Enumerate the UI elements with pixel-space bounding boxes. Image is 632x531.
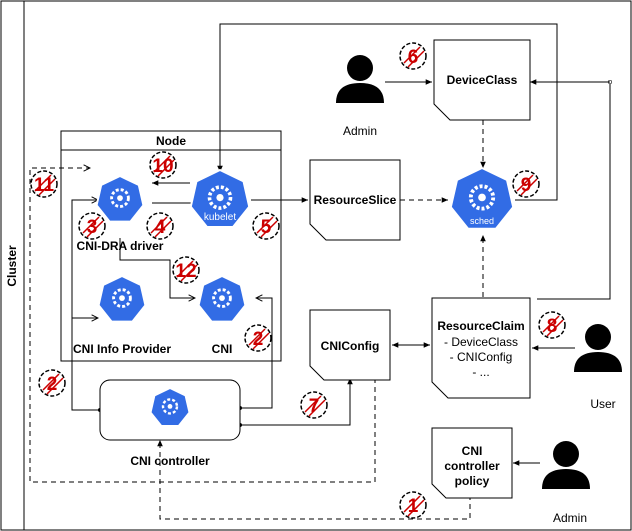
person-icon (585, 324, 611, 350)
cni-controller-policy-box[interactable]: CNI controller policy (431, 427, 513, 499)
node-label: Node (156, 134, 186, 148)
device-class-box[interactable]: DeviceClass (433, 39, 531, 121)
step-number: 9 (521, 175, 532, 196)
cni-config-box[interactable]: CNIConfig (309, 309, 391, 381)
kubelet-icon-label: kubelet (204, 212, 236, 223)
cni-dra-driver-label: CNI-DRA driver (77, 239, 164, 253)
cluster-label: Cluster (5, 245, 19, 287)
admin-top-label: Admin (343, 124, 377, 138)
step-badge: 10 (149, 151, 177, 179)
kubelet-icon[interactable] (189, 168, 251, 228)
step-badge: 2 (38, 369, 66, 397)
step-number: 1 (408, 496, 419, 517)
step-number: 6 (408, 47, 419, 68)
person-icon (553, 441, 579, 467)
step-badge: 9 (512, 170, 540, 198)
step-number: 2 (253, 329, 264, 350)
step-badge: 7 (300, 391, 328, 419)
step-number: 10 (152, 156, 173, 177)
step-number: 4 (155, 217, 166, 238)
cni-controller-icon[interactable] (149, 386, 191, 427)
resource-claim-line: - CNIConfig (450, 350, 513, 364)
step-badge: 2 (244, 324, 272, 352)
resource-claim-line: - DeviceClass (444, 335, 518, 349)
step-badge: 3 (78, 212, 106, 240)
connectors (29, 23, 613, 520)
cni-controller-label: CNI controller (130, 454, 210, 468)
step-badge: 5 (252, 212, 280, 240)
step-badge: 11 (30, 170, 58, 198)
policy-line: policy (455, 474, 490, 488)
person-icon (347, 55, 373, 81)
step-number: 7 (309, 396, 320, 417)
resource-slice-label: ResourceSlice (314, 193, 397, 207)
cni-label: CNI (212, 342, 233, 356)
admin-bottom-actor: Admin (542, 441, 590, 525)
cni-info-provider-icon[interactable] (97, 274, 147, 323)
resource-claim-line: - ... (472, 365, 489, 379)
cni-dra-driver-icon[interactable] (95, 174, 145, 223)
user-actor: User (574, 324, 622, 411)
step-number: 3 (87, 217, 98, 238)
cni-config-label: CNIConfig (321, 339, 380, 353)
resource-claim-title: ResourceClaim (437, 319, 524, 333)
resource-claim-box[interactable]: ResourceClaim - DeviceClass - CNIConfig … (431, 297, 531, 399)
step-badge: 1 (399, 491, 427, 519)
step-badge: 4 (146, 212, 174, 240)
cni-info-provider-label: CNI Info Provider (73, 342, 171, 356)
step-number: 12 (175, 261, 196, 282)
step-number: 2 (47, 374, 58, 395)
step-number: 5 (261, 217, 272, 238)
admin-top-actor: Admin (336, 55, 384, 138)
sched-icon[interactable] (449, 166, 515, 230)
resource-slice-box[interactable]: ResourceSlice (309, 159, 401, 241)
device-class-label: DeviceClass (447, 73, 518, 87)
step-number: 11 (34, 175, 55, 196)
sched-icon-label: sched (470, 216, 494, 226)
policy-line: controller (444, 459, 500, 473)
admin-bottom-label: Admin (553, 511, 587, 525)
step-badge: 8 (538, 311, 566, 339)
policy-line: CNI (462, 444, 483, 458)
user-label: User (590, 397, 615, 411)
node-frame: Node (60, 130, 282, 362)
cni-icon[interactable] (197, 274, 247, 323)
step-number: 8 (547, 316, 558, 337)
step-badge: 6 (399, 42, 427, 70)
step-badge: 12 (172, 256, 200, 284)
